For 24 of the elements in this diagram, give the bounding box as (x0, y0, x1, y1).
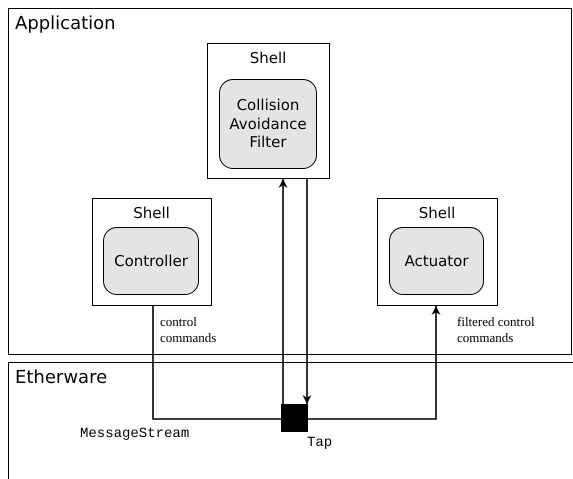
component-label: Collision Avoidance Filter (228, 96, 308, 152)
arrow (308, 306, 440, 420)
edge-label: filtered control commands (457, 314, 536, 346)
component-box (389, 227, 484, 295)
component-label: Actuator (403, 252, 470, 270)
shell-box (206, 42, 330, 178)
layer-title: Application (15, 13, 116, 34)
arrow (302, 179, 312, 404)
layer-panel (8, 362, 573, 479)
layer-panel (8, 8, 572, 355)
component-box (219, 79, 317, 169)
tap-label: Tap (307, 435, 332, 451)
layer-title: Etherware (15, 367, 108, 388)
shell-box (376, 198, 498, 306)
arrow (278, 179, 288, 404)
component-box (103, 227, 199, 295)
shell-title: Shell (418, 204, 456, 222)
shell-title: Shell (132, 204, 171, 222)
edge-label: control commands (160, 314, 218, 346)
stream-label: MessageStream (80, 426, 190, 442)
tap-box (280, 404, 308, 432)
shell-box (92, 198, 212, 306)
shell-title: Shell (248, 48, 288, 66)
component-label: Controller (113, 252, 189, 270)
